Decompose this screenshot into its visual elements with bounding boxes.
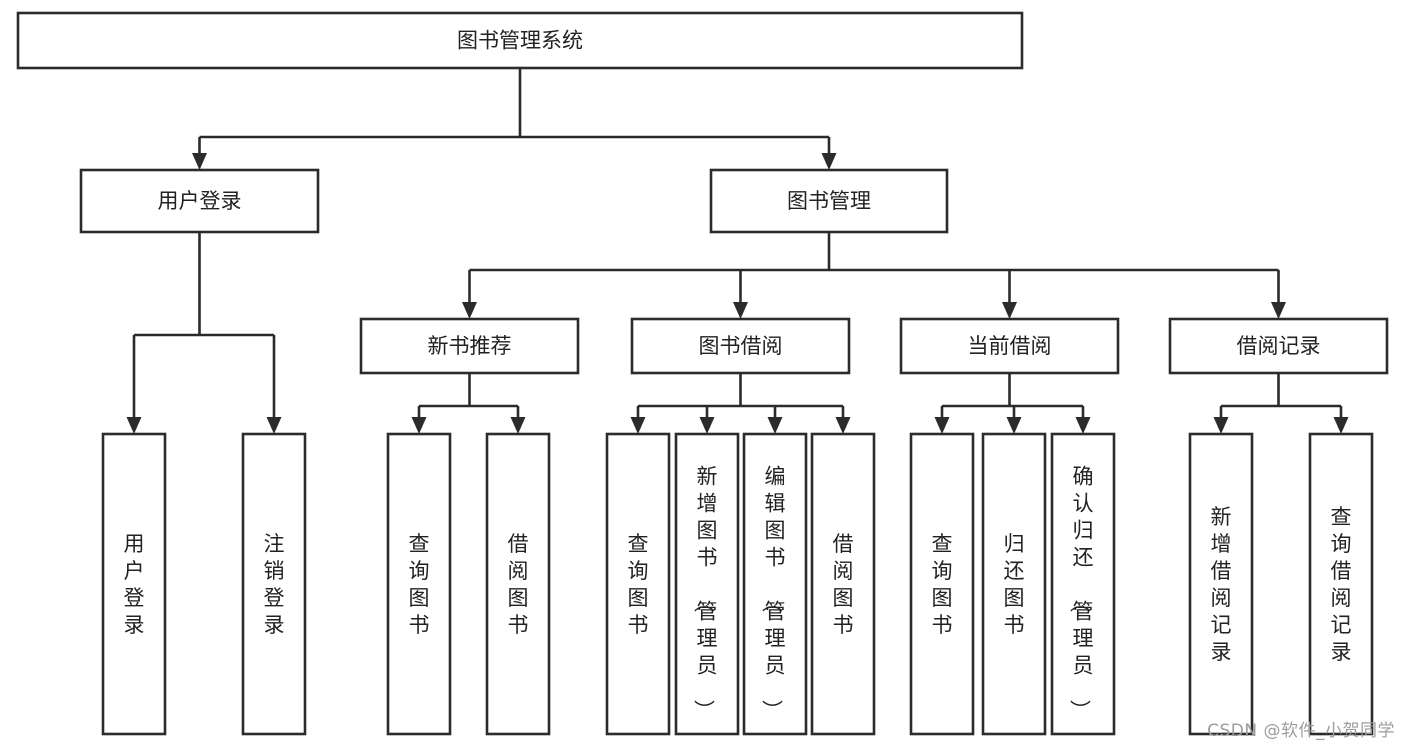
- arrow-head: [192, 153, 207, 170]
- node-label: 借阅记录: [1237, 334, 1321, 358]
- node-leaf-user-logout[interactable]: 注销登录: [241, 432, 307, 736]
- arrow-head: [699, 417, 715, 434]
- arrow-head: [1213, 417, 1229, 434]
- node-label: 归还图书: [1004, 532, 1025, 637]
- node-leaf-borrow-book[interactable]: 借阅图书: [810, 432, 876, 736]
- node-leaf-borrow-book-rec[interactable]: 借阅图书: [485, 432, 551, 736]
- arrow-head: [411, 417, 427, 434]
- node-book-borrow[interactable]: 图书借阅: [630, 317, 851, 375]
- arrow-head: [126, 417, 142, 434]
- node-leaf-query-book[interactable]: 查询图书: [605, 432, 671, 736]
- node-label: 查询图书: [409, 532, 430, 637]
- node-label: 查询图书: [628, 532, 649, 637]
- node-leaf-query-book-rec[interactable]: 查询图书: [386, 432, 452, 736]
- node-label: 注销登录: [264, 532, 285, 637]
- arrow-head: [821, 153, 837, 170]
- node-leaf-add-record[interactable]: 新增借阅记录: [1188, 432, 1254, 736]
- node-label: 图书借阅: [699, 334, 783, 358]
- arrow-head: [835, 417, 851, 434]
- node-user-login[interactable]: 用户登录: [79, 168, 320, 234]
- node-leaf-edit-book[interactable]: 编辑图书（管理员）: [742, 432, 808, 736]
- node-current-borrow[interactable]: 当前借阅: [899, 317, 1120, 375]
- node-label: 查询借阅记录: [1331, 505, 1352, 664]
- arrow-head: [266, 417, 282, 434]
- arrow-head: [1006, 417, 1022, 434]
- node-leaf-user-login[interactable]: 用户登录: [101, 432, 167, 736]
- arrow-head: [630, 417, 646, 434]
- arrow-head: [1002, 302, 1017, 319]
- arrow-head: [1271, 302, 1286, 319]
- node-leaf-query-record[interactable]: 查询借阅记录: [1308, 432, 1374, 736]
- arrow-head: [1075, 417, 1091, 434]
- node-root[interactable]: 图书管理系统: [16, 11, 1024, 70]
- node-label: 新增借阅记录: [1211, 505, 1232, 664]
- node-label: 查询图书: [932, 532, 953, 637]
- node-leaf-return-book[interactable]: 归还图书: [981, 432, 1047, 736]
- node-leaf-confirm-return[interactable]: 确认归还（管理员）: [1050, 432, 1116, 736]
- arrow-head: [733, 302, 748, 319]
- arrow-head: [1333, 417, 1349, 434]
- node-book-manage[interactable]: 图书管理: [709, 168, 949, 234]
- arrow-head: [767, 417, 783, 434]
- node-label: 编辑图书（管理员）: [760, 465, 786, 721]
- arrow-head: [510, 417, 526, 434]
- node-leaf-add-book[interactable]: 新增图书（管理员）: [674, 432, 740, 736]
- node-label: 用户登录: [124, 532, 145, 637]
- node-label: 新增图书（管理员）: [692, 465, 718, 721]
- node-label: 新书推荐: [428, 334, 512, 358]
- node-label: 图书管理系统: [457, 29, 583, 53]
- node-label: 借阅图书: [508, 532, 529, 637]
- node-new-book-rec[interactable]: 新书推荐: [359, 317, 580, 375]
- arrow-head: [462, 302, 477, 319]
- node-borrow-record[interactable]: 借阅记录: [1168, 317, 1389, 375]
- node-label: 借阅图书: [833, 532, 854, 637]
- node-label: 图书管理: [787, 189, 871, 213]
- arrow-head: [934, 417, 950, 434]
- node-label: 确认归还（管理员）: [1068, 465, 1094, 721]
- connector-layer: [126, 68, 1349, 434]
- node-label: 当前借阅: [968, 334, 1052, 358]
- node-leaf-query-book-cur[interactable]: 查询图书: [909, 432, 975, 736]
- node-label: 用户登录: [158, 189, 242, 213]
- node-layer: 图书管理系统用户登录图书管理新书推荐图书借阅当前借阅借阅记录用户登录注销登录查询…: [16, 11, 1389, 736]
